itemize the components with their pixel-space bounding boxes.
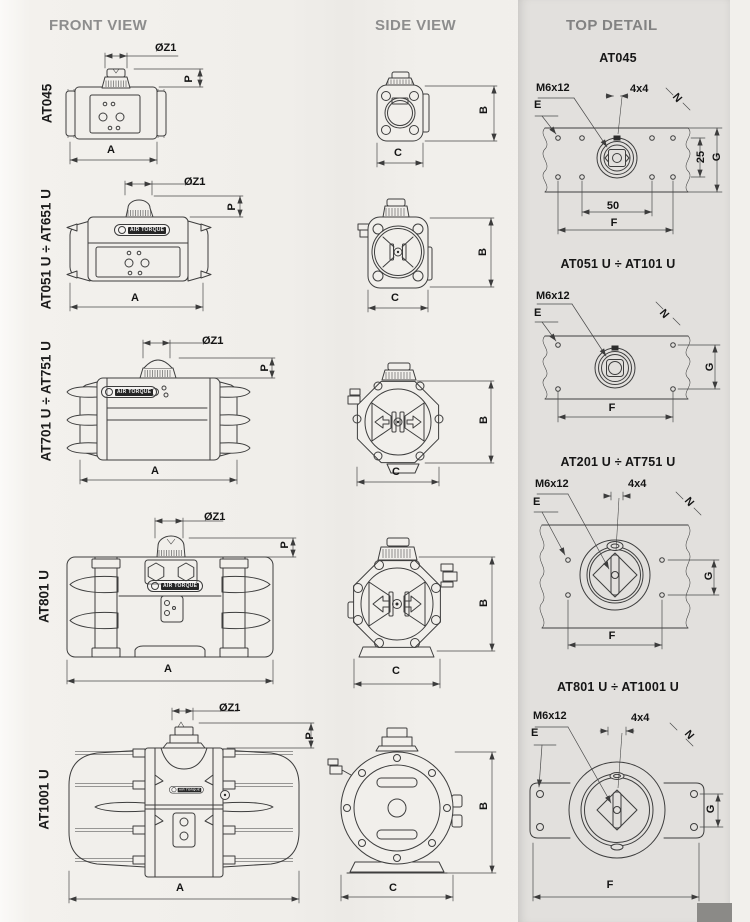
dim-a-row3: A — [151, 465, 159, 477]
air-torque-logo-row2: AIR TORQUE — [114, 224, 171, 236]
air-torque-emblem-icon — [105, 388, 113, 396]
row-label-at801: AT801 U — [36, 569, 52, 624]
top-detail-at801-svg — [529, 722, 724, 902]
top-detail-at801-drawing — [518, 675, 730, 915]
dim-c-row5: C — [389, 882, 397, 894]
column-header-front-view: FRONT VIEW — [49, 17, 148, 34]
dim-c-row1: C — [394, 147, 402, 159]
detail-title-at045: AT045 — [599, 51, 637, 65]
detail-title-at201-at751: AT201 U ÷ AT751 U — [560, 455, 676, 469]
dim-c-row3: C — [392, 466, 400, 478]
front-view-at051-svg — [66, 180, 244, 312]
side-view-at701-svg — [347, 362, 495, 487]
top-detail-at045-drawing — [518, 40, 730, 240]
dim-p-row2: P — [226, 203, 238, 211]
label-e-1: E — [534, 99, 542, 111]
row-label-at701-at751: AT701 U ÷ AT751 U — [38, 341, 54, 462]
air-torque-emblem-icon — [118, 226, 126, 234]
dim-z1-row2: ØZ1 — [184, 176, 206, 188]
side-view-at045-svg — [376, 71, 498, 168]
label-m6x12-3: M6x12 — [535, 478, 569, 490]
detail-title-at051-at101: AT051 U ÷ AT101 U — [560, 257, 676, 271]
label-m6x12-4: M6x12 — [533, 710, 567, 722]
detail-title-at801-at1001: AT801 U ÷ AT1001 U — [556, 680, 680, 694]
air-torque-logo-row5: AIR TORQUE — [169, 786, 204, 794]
front-view-at701-svg — [66, 339, 276, 485]
air-torque-logo-text: AIR TORQUE — [128, 226, 167, 234]
dim-z1-row1: ØZ1 — [155, 42, 177, 54]
front-view-at1001-svg — [68, 707, 315, 904]
side-view-at045-drawing — [355, 40, 505, 170]
label-g-3: G — [703, 571, 715, 581]
row-label-at051-at651: AT051 U ÷ AT651 U — [38, 189, 54, 310]
dim-c-row4: C — [392, 665, 400, 677]
label-f-4: F — [606, 879, 614, 891]
side-view-at051-svg — [357, 198, 495, 313]
front-view-at045-drawing — [60, 40, 210, 166]
side-view-at701-drawing — [345, 355, 495, 490]
front-view-at045-svg — [65, 52, 204, 165]
front-view-at801-drawing — [55, 510, 300, 685]
label-e-3: E — [533, 496, 541, 508]
label-f-3: F — [608, 630, 616, 642]
label-m6x12-2: M6x12 — [536, 290, 570, 302]
air-torque-emblem-icon — [151, 582, 159, 590]
air-torque-logo-row4: AIR TORQUE — [147, 580, 204, 592]
air-torque-logo-text: AIR TORQUE — [161, 582, 200, 590]
top-detail-at201-svg — [533, 491, 720, 650]
dim-c-row2: C — [391, 292, 399, 304]
air-torque-emblem-icon — [171, 787, 177, 793]
label-50-1: 50 — [606, 200, 620, 212]
top-detail-at045-svg — [534, 87, 723, 235]
top-detail-at201-drawing — [518, 450, 730, 655]
scan-dark-block — [697, 903, 732, 922]
side-view-at1001-svg — [327, 727, 497, 902]
dim-p-row3: P — [259, 364, 271, 372]
front-view-at051-drawing — [60, 175, 260, 315]
air-torque-logo-text: AIR TORQUE — [177, 787, 202, 792]
dim-a-row2: A — [131, 292, 139, 304]
air-torque-logo-text: AIR TORQUE — [115, 388, 154, 396]
air-torque-logo-row3: AIR TORQUE — [101, 386, 158, 398]
row-label-at045: AT045 — [39, 83, 55, 124]
side-view-at051-drawing — [350, 185, 500, 320]
label-4x4-4: 4x4 — [631, 712, 650, 724]
dim-b-row3: B — [478, 416, 490, 424]
side-view-at1001-drawing — [325, 705, 505, 905]
label-f-1: F — [610, 217, 618, 229]
dim-p-row1: P — [183, 75, 195, 83]
dim-z1-row5: ØZ1 — [219, 702, 241, 714]
dim-z1-row3: ØZ1 — [202, 335, 224, 347]
label-g-1: G — [711, 152, 723, 162]
label-e-2: E — [534, 307, 542, 319]
dim-b-row1: B — [478, 106, 490, 114]
dim-b-row4: B — [478, 599, 490, 607]
dim-b-row5: B — [478, 802, 490, 810]
front-view-at1001-drawing — [55, 695, 317, 907]
dim-a-row5: A — [176, 882, 184, 894]
column-header-side-view: SIDE VIEW — [375, 17, 457, 34]
front-view-at801-svg — [66, 517, 297, 685]
label-4x4-3: 4x4 — [628, 478, 647, 490]
dim-a-row1: A — [107, 144, 115, 156]
side-view-at801-drawing — [345, 530, 496, 692]
label-f-2: F — [608, 402, 616, 414]
dim-p-row5: P — [304, 732, 316, 740]
dim-z1-row4: ØZ1 — [204, 511, 226, 523]
label-g-4: G — [705, 804, 717, 814]
label-m6x12-1: M6x12 — [536, 82, 570, 94]
top-detail-at051-svg — [534, 301, 721, 423]
front-view-at701-drawing — [60, 330, 280, 485]
label-25-1: 25 — [695, 150, 707, 164]
row-label-at1001: AT1001 U — [36, 769, 52, 830]
label-4x4-1: 4x4 — [630, 83, 649, 95]
top-detail-at051-drawing — [518, 250, 730, 435]
dim-b-row2: B — [477, 248, 489, 256]
column-header-top-detail: TOP DETAIL — [566, 17, 658, 34]
dim-p-row4: P — [279, 541, 291, 549]
dim-a-row4: A — [164, 663, 172, 675]
side-view-at801-svg — [347, 537, 496, 689]
label-e-4: E — [531, 727, 539, 739]
label-g-2: G — [704, 362, 716, 372]
